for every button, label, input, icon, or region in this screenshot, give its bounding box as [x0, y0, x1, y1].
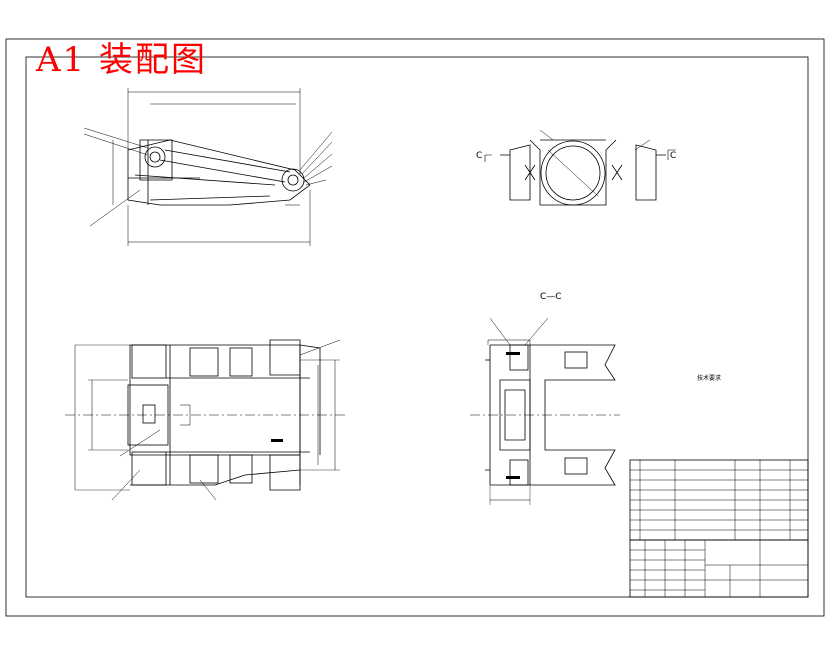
outer-border [5, 38, 825, 617]
inner-frame [25, 56, 809, 598]
hatch-accent [506, 476, 520, 479]
title-block [629, 459, 809, 598]
section-c-c-view [470, 317, 620, 505]
section-mark-c-left: C [476, 151, 483, 161]
end-elevation-view [484, 129, 676, 206]
drawing-title: A1 装配图 [36, 40, 207, 80]
hatch-accent [506, 352, 520, 355]
side-elevation-view [83, 88, 333, 246]
plan-view [65, 339, 345, 501]
section-c-c-label: C—C [540, 292, 562, 302]
section-mark-c-right: C [670, 151, 677, 161]
hatch-accent [271, 439, 283, 442]
technical-requirements-heading: 技术要求 [697, 375, 722, 382]
